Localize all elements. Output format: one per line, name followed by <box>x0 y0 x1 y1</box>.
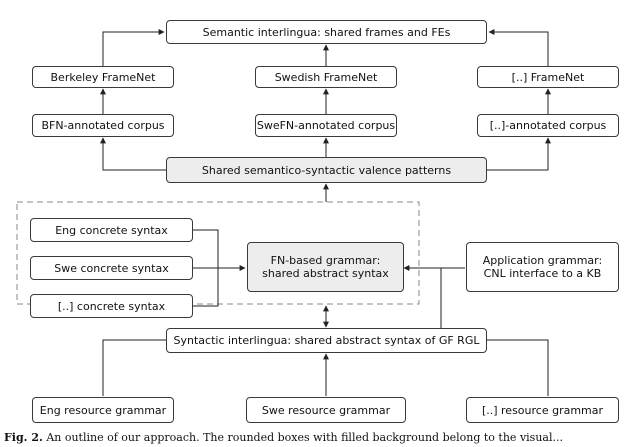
eng-concrete-syntax-node: Eng concrete syntax <box>30 218 193 242</box>
application-grammar-node: Application grammar: CNL interface to a … <box>466 242 619 292</box>
eng-resource-grammar-node: Eng resource grammar <box>32 397 174 423</box>
swedish-framenet-node: Swedish FrameNet <box>255 66 397 88</box>
swe-resource-grammar-node: Swe resource grammar <box>246 397 406 423</box>
edge-other-fn-to-semantic <box>488 29 549 66</box>
bfn-corpus-node: BFN-annotated corpus <box>32 114 174 137</box>
berkeley-framenet-node: Berkeley FrameNet <box>32 66 174 88</box>
figure-caption-text: An outline of our approach. The rounded … <box>46 431 563 444</box>
syntactic-interlingua-node: Syntactic interlingua: shared abstract s… <box>166 328 487 353</box>
figure-caption: Fig. 2. An outline of our approach. The … <box>4 431 640 447</box>
valence-patterns-node: Shared semantico-syntactic valence patte… <box>166 157 487 183</box>
figure-caption-label: Fig. 2. <box>4 431 43 444</box>
other-concrete-syntax-node: [..] concrete syntax <box>30 294 193 318</box>
application-grammar-line-2: CNL interface to a KB <box>483 267 602 280</box>
fn-grammar-line-1: FN-based grammar: <box>270 254 381 267</box>
other-resource-grammar-node: [..] resource grammar <box>466 397 619 423</box>
edge-valence-to-bfn-corpus <box>100 137 166 171</box>
semantic-interlingua-node: Semantic interlingua: shared frames and … <box>166 20 487 44</box>
edge-valence-to-other-corpus <box>487 137 551 171</box>
fn-grammar-node: FN-based grammar: shared abstract syntax <box>247 242 404 292</box>
other-corpus-node: [..]-annotated corpus <box>477 114 619 137</box>
edge-berkeley-to-semantic <box>102 29 165 66</box>
swe-concrete-syntax-node: Swe concrete syntax <box>30 256 193 280</box>
other-framenet-node: [..] FrameNet <box>477 66 619 88</box>
fn-grammar-line-2: shared abstract syntax <box>262 267 389 280</box>
swefn-corpus-node: SweFN-annotated corpus <box>255 114 397 137</box>
application-grammar-line-1: Application grammar: <box>482 254 603 267</box>
